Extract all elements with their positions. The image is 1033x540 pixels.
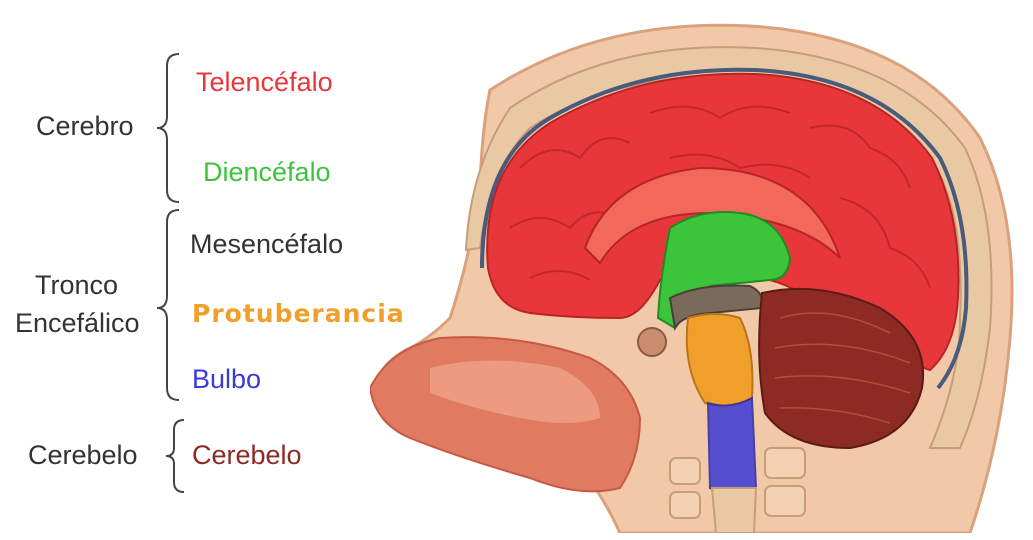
brain-sagittal-illustration [370,23,1014,533]
brace-cerebro [156,53,180,203]
cerebellum-folia [774,312,911,424]
group-label-cerebelo: Cerebelo [28,440,138,470]
part-label-protuberancia: Protuberancia [192,299,405,328]
skull [464,46,993,449]
corpus-callosum [583,166,841,265]
brace-tronco [156,209,180,401]
bulbo-region [706,396,758,493]
part-label-mesencefalo: Mesencéfalo [190,229,344,259]
group-label-cerebro: Cerebro [36,111,134,141]
part-label-telencefalo: Telencéfalo [196,67,333,97]
group-label-tronco-line2: Encefálico [15,308,140,338]
vertebrae [669,447,806,519]
pituitary [637,327,667,357]
group-label-tronco-line1: Tronco [35,270,119,300]
dura-line [480,67,969,390]
part-label-cerebelo: Cerebelo [192,440,302,470]
part-label-bulbo: Bulbo [192,364,262,394]
nasal-inner [430,360,600,423]
brace-cerebelo [165,419,185,493]
spinal-cord [710,487,758,533]
mesencefalo-region [668,284,764,332]
part-label-diencefalo: Diencéfalo [203,157,331,187]
